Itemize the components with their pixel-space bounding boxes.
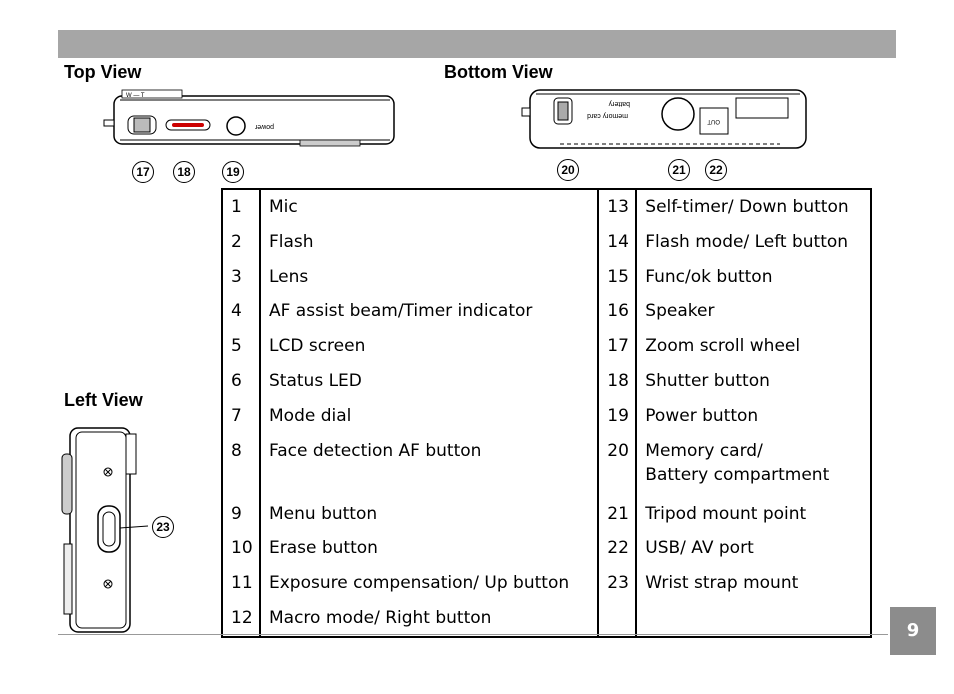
callout-19: 19 [222, 161, 244, 183]
part-label: LCD screen [260, 329, 600, 364]
battery-label: battery [608, 100, 630, 107]
part-number: 2 [222, 224, 261, 260]
table-row: 7 Mode dial 19 Power button [222, 398, 871, 434]
top-view-camera-illustration: W — T power [103, 89, 395, 147]
part-label: Power button [645, 405, 759, 426]
part-number: 9 [222, 496, 261, 532]
part-label: Exposure compensation/ Up button [260, 566, 600, 601]
page-number: 9 [890, 607, 936, 655]
part-number: 6 [222, 363, 261, 399]
table-row: 4 AF assist beam/Timer indicator 16 Spea… [222, 294, 871, 330]
table-row: 3 Lens 15 Func/ok button [222, 259, 871, 295]
part-label: Erase button [260, 531, 600, 567]
part-label: Macro mode/ Right button [260, 600, 600, 637]
part-number: 20 [598, 433, 638, 497]
top-view-title: Top View [64, 62, 142, 82]
table-row: 11 Exposure compensation/ Up button 23 W… [222, 566, 871, 601]
zoom-label: W — T [126, 93, 145, 99]
part-number: 5 [222, 329, 261, 364]
parts-legend-table: 1 Mic 13 Self-timer/ Down button 2 Flash… [221, 188, 872, 638]
part-label: AF assist beam/Timer indicator [260, 294, 600, 330]
part-number: 16 [598, 294, 638, 330]
table-row: 9 Menu button 21 Tripod mount point [222, 496, 871, 532]
out-label: OUT [707, 118, 720, 124]
part-label: Menu button [260, 496, 600, 532]
part-number: 14 [598, 224, 638, 260]
part-number: 10 [222, 531, 261, 567]
left-view-title: Left View [64, 390, 143, 410]
header-bar [58, 30, 896, 58]
part-number: 3 [222, 259, 261, 295]
callout-21: 21 [668, 159, 690, 181]
part-number: 11 [222, 566, 261, 601]
left-view-camera-illustration [61, 427, 149, 633]
callout-18: 18 [173, 161, 195, 183]
part-number: 21 [598, 496, 638, 532]
memory-card-label: memory card [587, 112, 628, 119]
part-label: Face detection AF button [260, 433, 600, 497]
part-label: Tripod mount point [645, 503, 807, 524]
table-row: 10 Erase button 22 USB/ AV port [222, 531, 871, 567]
part-label: Status LED [260, 363, 600, 399]
empty-cell [636, 601, 871, 637]
empty-cell [598, 600, 638, 637]
part-number: 15 [598, 259, 638, 295]
table-row: 8 Face detection AF button 20 Memory car… [222, 433, 871, 497]
part-number: 4 [222, 294, 261, 330]
table-row: 1 Mic 13 Self-timer/ Down button [222, 189, 871, 225]
part-number: 18 [598, 363, 638, 399]
callout-23: 23 [152, 516, 174, 538]
callout-17: 17 [132, 161, 154, 183]
part-label-line2: Battery compartment [645, 464, 830, 485]
part-number: 12 [222, 600, 261, 637]
part-number: 1 [222, 189, 261, 225]
table-row: 2 Flash 14 Flash mode/ Left button [222, 224, 871, 260]
part-label: Zoom scroll wheel [645, 336, 801, 357]
part-label: USB/ AV port [645, 538, 754, 559]
part-number: 17 [598, 329, 638, 364]
power-label: power [254, 123, 274, 130]
part-number: 19 [598, 398, 638, 434]
part-number: 7 [222, 398, 261, 434]
part-number: 13 [598, 189, 638, 225]
part-label: Mode dial [260, 398, 600, 434]
part-number: 22 [598, 531, 638, 567]
part-label: Speaker [645, 301, 715, 322]
table-row: 5 LCD screen 17 Zoom scroll wheel [222, 329, 871, 364]
part-label: Wrist strap mount [645, 573, 799, 594]
footer-divider [58, 634, 888, 635]
part-label: Lens [260, 259, 600, 295]
part-number: 23 [598, 566, 638, 601]
part-label: Mic [260, 189, 600, 225]
part-label-multiline: Memory card/ Battery compartment [636, 434, 871, 497]
part-label: Func/ok button [645, 266, 773, 287]
part-label: Shutter button [645, 370, 770, 391]
table-row: 12 Macro mode/ Right button [222, 600, 871, 637]
callout-20: 20 [557, 159, 579, 181]
part-label: Self-timer/ Down button [645, 197, 849, 217]
part-label: Flash [260, 224, 600, 260]
part-label: Flash mode/ Left button [645, 231, 849, 252]
bottom-view-title: Bottom View [444, 62, 553, 82]
bottom-view-camera-illustration: battery memory card OUT [521, 89, 807, 149]
table-row: 6 Status LED 18 Shutter button [222, 363, 871, 399]
part-number: 8 [222, 433, 261, 497]
callout-22: 22 [705, 159, 727, 181]
part-label: Memory card/ [645, 440, 763, 461]
